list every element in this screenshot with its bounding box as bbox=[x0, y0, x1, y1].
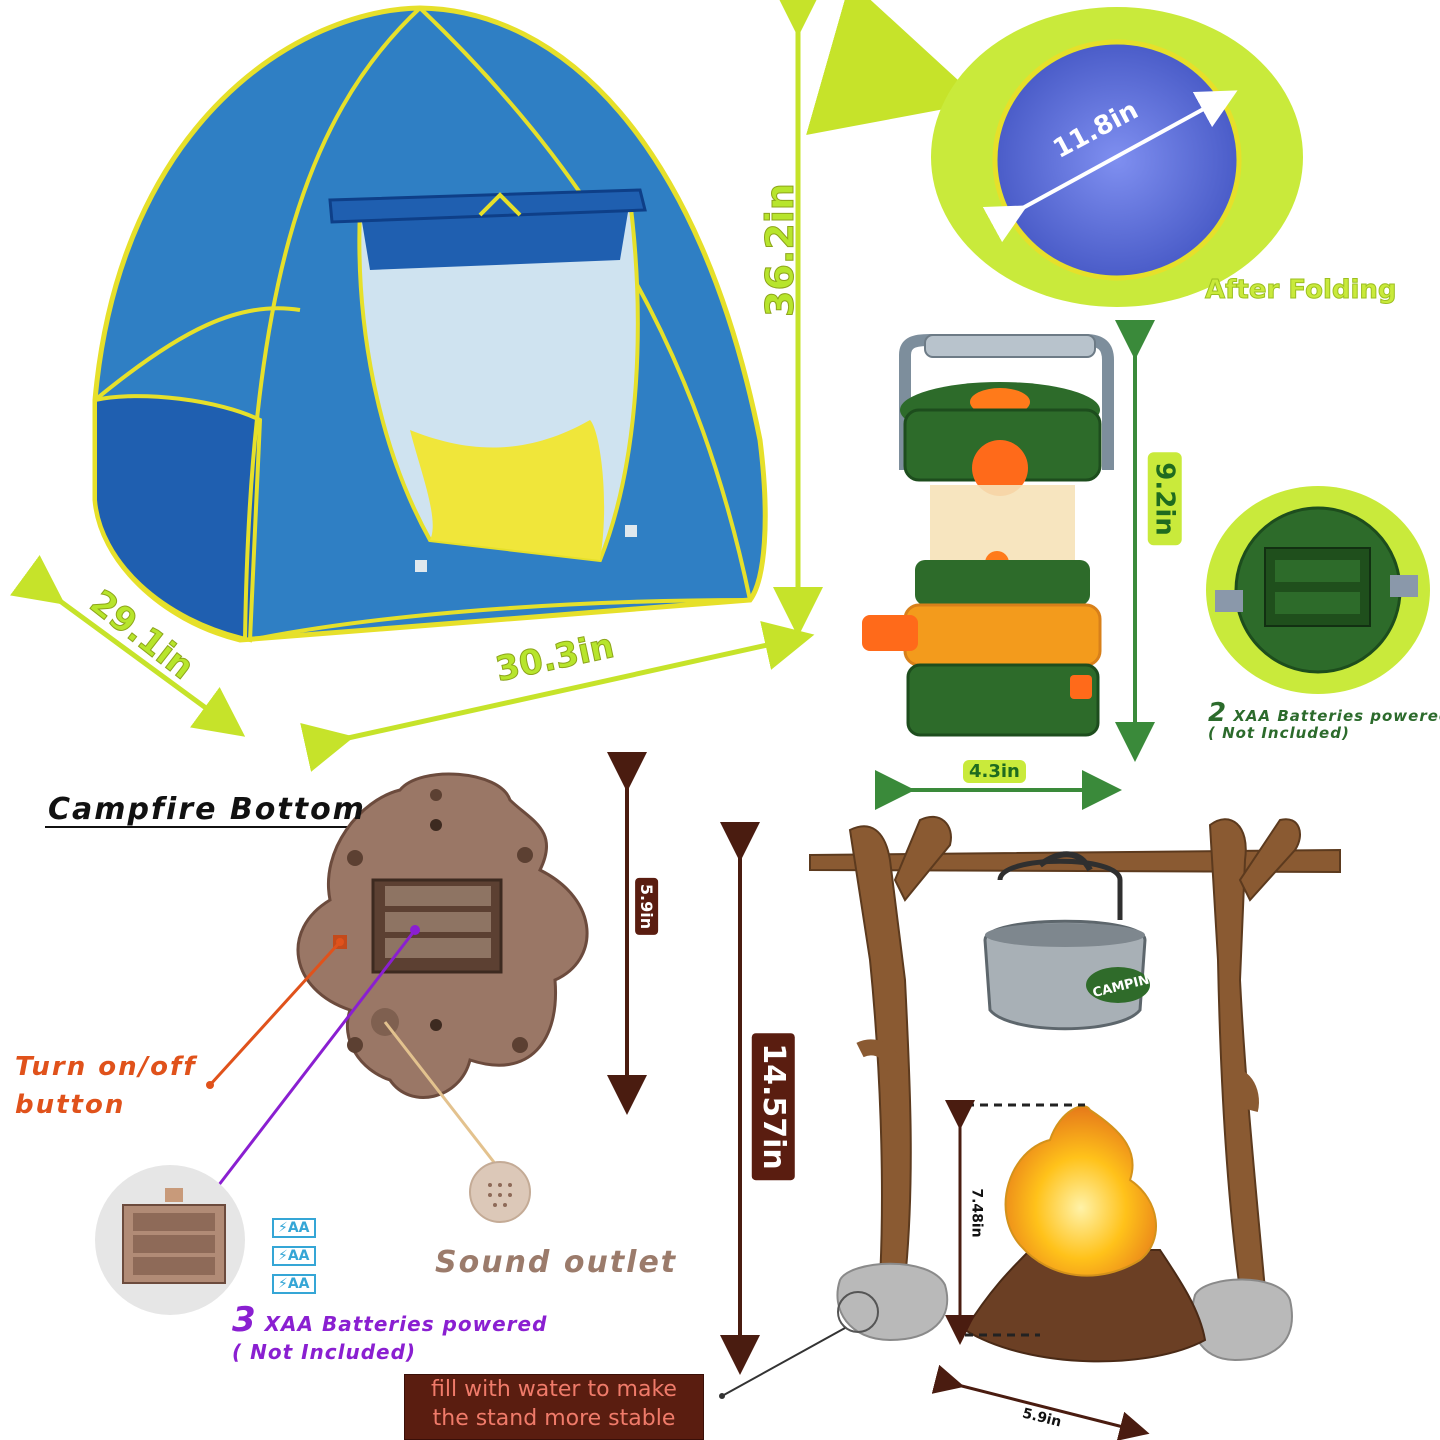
lantern-battery-compartment bbox=[1206, 486, 1430, 694]
tent bbox=[92, 5, 768, 643]
tent-width-arrow bbox=[300, 621, 815, 772]
lantern bbox=[862, 334, 1114, 737]
aa-cell-3: ⚡AA bbox=[272, 1274, 316, 1294]
lantern-battery-note: ( Not Included) bbox=[1208, 724, 1350, 742]
sound-outlet-inset bbox=[469, 1161, 531, 1223]
switch-label-line2: button bbox=[15, 1090, 126, 1120]
base-battery-text: 3 XAA Batteries powered bbox=[232, 1300, 547, 1340]
water-callout-line bbox=[721, 1327, 846, 1397]
sound-outlet-label: Sound outlet bbox=[435, 1245, 678, 1280]
stand-height-label: 14.57in bbox=[751, 1033, 795, 1180]
after-folding-label: After Folding bbox=[1205, 275, 1397, 306]
fire-width-arrow bbox=[931, 1364, 1150, 1440]
aa-cell-3-label: AA bbox=[287, 1276, 310, 1292]
lantern-height-label: 9.2in bbox=[1147, 452, 1182, 546]
campfire-bottom-title: Campfire Bottom bbox=[48, 792, 366, 827]
aa-cell-1-label: AA bbox=[287, 1220, 310, 1236]
lantern-width-label: 4.3in bbox=[963, 760, 1026, 783]
water-note-line2: the stand more stable bbox=[432, 1406, 676, 1431]
base-battery-count: 3 bbox=[232, 1300, 257, 1340]
fire-height-label: 7.48in bbox=[968, 1186, 985, 1240]
switch-callout-line bbox=[208, 940, 342, 1087]
lantern-battery-text: 2 XAA Batteries powered bbox=[1208, 698, 1440, 728]
sound-callout-line bbox=[383, 1021, 502, 1171]
base-battery-desc: XAA Batteries powered bbox=[264, 1312, 548, 1336]
aa-cell-1: ⚡AA bbox=[272, 1218, 316, 1238]
lantern-battery-count: 2 bbox=[1208, 698, 1228, 728]
water-note-box: fill with water to make the stand more s… bbox=[404, 1374, 704, 1440]
lantern-battery-desc: XAA Batteries powered bbox=[1233, 707, 1440, 725]
folded-tent bbox=[806, 0, 1303, 307]
aa-cell-2: ⚡AA bbox=[272, 1246, 316, 1266]
base-height-label: 5.9in bbox=[635, 877, 659, 936]
battery-callout-line bbox=[213, 929, 417, 1191]
battery-box-inset bbox=[95, 1165, 245, 1315]
tent-depth-arrow bbox=[10, 555, 246, 737]
base-battery-note: ( Not Included) bbox=[232, 1340, 417, 1364]
water-note-line1: fill with water to make bbox=[431, 1377, 677, 1402]
switch-label-line1: Turn on/off bbox=[15, 1052, 197, 1082]
tent-height-label: 36.2in bbox=[758, 183, 803, 318]
aa-cell-2-label: AA bbox=[287, 1248, 310, 1264]
campfire-stand bbox=[809, 815, 1341, 1363]
